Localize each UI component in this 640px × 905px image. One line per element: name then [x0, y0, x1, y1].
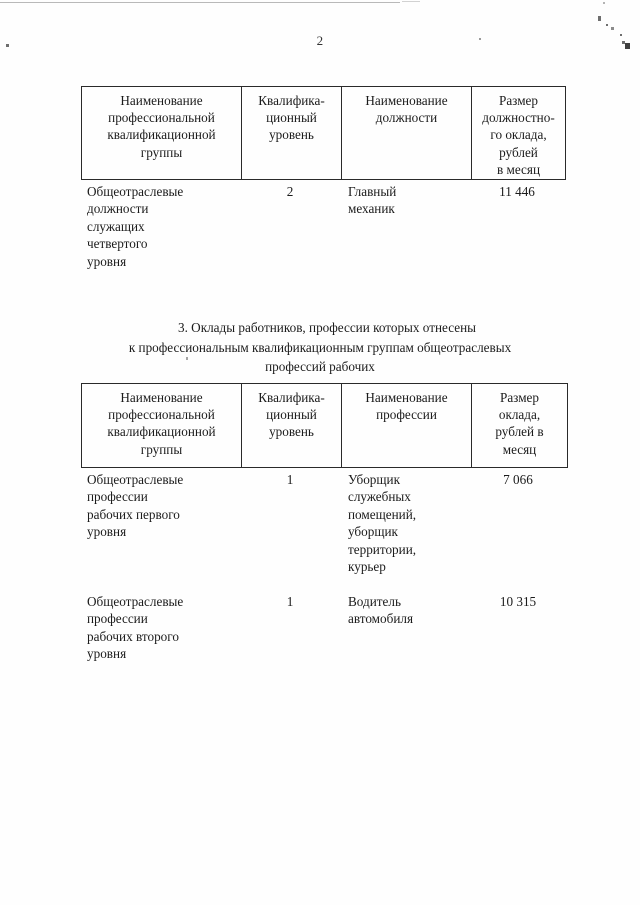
scan-speck: [598, 16, 601, 21]
cell-position: Водитель автомобиля: [348, 594, 414, 627]
scan-artifact-line: [0, 2, 400, 3]
scan-speck: [625, 43, 630, 49]
table-positions-header-level: Квалифика- ционный уровень: [241, 87, 341, 179]
page-number: 2: [316, 33, 324, 48]
table-workers-header-level: Квалифика- ционный уровень: [241, 384, 341, 467]
scan-speck: [606, 24, 608, 26]
scan-speck: [620, 34, 622, 36]
scan-speck: [6, 44, 9, 47]
cell-salary: 11 446: [499, 184, 535, 199]
scan-speck: [479, 38, 481, 40]
table-workers-header-row: Наименование профессиональной квалификац…: [81, 383, 568, 468]
table-workers-header-salary: Размер оклада, рублей в месяц: [471, 384, 567, 467]
table-positions-body: Общеотраслевые должности служащих четвер…: [81, 180, 566, 270]
table-positions-header-row: Наименование профессиональной квалификац…: [81, 86, 566, 180]
cell-salary: 7 066: [503, 472, 533, 487]
scan-speck: [603, 2, 605, 4]
cell-position: Главный механик: [348, 184, 397, 217]
table-workers-header-group: Наименование профессиональной квалификац…: [107, 390, 216, 457]
table-positions-header-position: Наименование должности: [341, 87, 471, 179]
table-positions-header-salary: Размер должностно- го оклада, рублей в м…: [471, 87, 565, 179]
table-positions: Наименование профессиональной квалификац…: [81, 86, 566, 270]
table-positions-header-group: Наименование профессиональной квалификац…: [107, 93, 216, 160]
cell-level: 1: [286, 594, 294, 609]
cell-salary: 10 315: [499, 594, 537, 609]
cell-level: 2: [286, 184, 294, 199]
scan-speck: [611, 27, 614, 30]
cell-group: Общеотраслевые должности служащих четвер…: [87, 184, 184, 269]
section-heading: 3. Оклады работников, профессии которых …: [70, 318, 570, 377]
table-row: Общеотраслевые должности служащих четвер…: [81, 180, 566, 270]
cell-position: Уборщик служебных помещений, уборщик тер…: [348, 472, 417, 575]
table-row: Общеотраслевые профессии рабочих второго…: [81, 590, 568, 663]
scan-speck: [622, 41, 625, 44]
scan-speck: [186, 357, 188, 360]
section-heading-line-3: профессий рабочих: [265, 359, 375, 374]
table-workers: Наименование профессиональной квалификац…: [81, 383, 568, 663]
cell-level: 1: [286, 472, 294, 487]
section-heading-line-2: к профессиональным квалификационным груп…: [128, 339, 512, 355]
table-row: Общеотраслевые профессии рабочих первого…: [81, 468, 568, 590]
section-heading-line-1: 3. Оклады работников, профессии которых …: [177, 320, 476, 335]
cell-group: Общеотраслевые профессии рабочих второго…: [87, 594, 184, 662]
cell-group: Общеотраслевые профессии рабочих первого…: [87, 472, 184, 540]
table-workers-header-position: Наименование профессии: [341, 384, 471, 467]
scan-artifact-line-secondary: [402, 1, 420, 2]
table-workers-body: Общеотраслевые профессии рабочих первого…: [81, 468, 568, 663]
